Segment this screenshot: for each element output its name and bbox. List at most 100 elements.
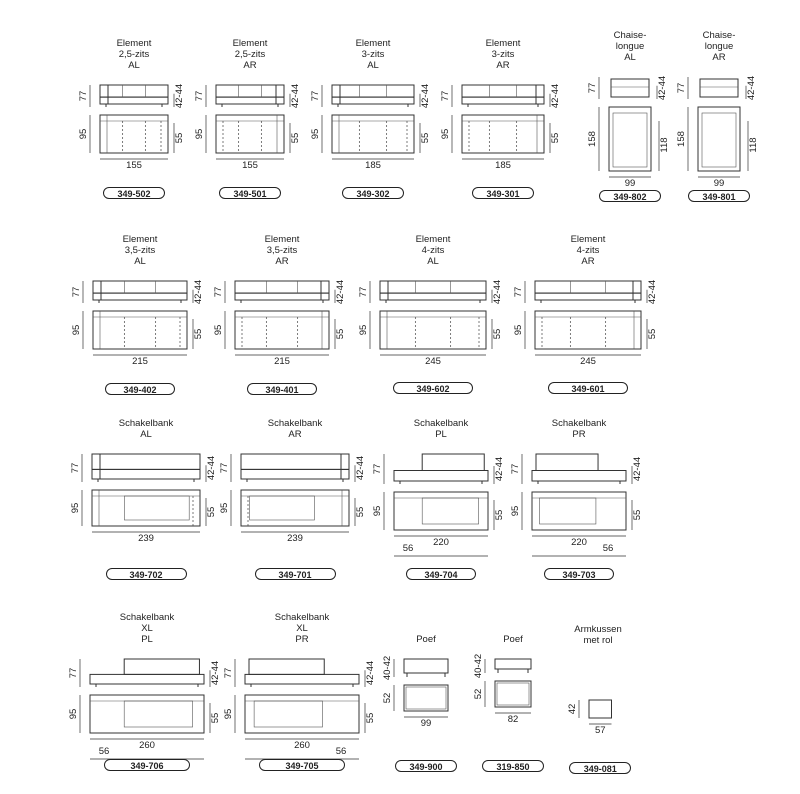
unit-title-line: longue xyxy=(704,41,734,52)
unit-title-line: 4-zits xyxy=(576,245,600,256)
plan-outline xyxy=(240,489,350,527)
unit-title-line: 3,5-zits xyxy=(124,245,156,256)
seat-area xyxy=(249,495,315,521)
unit-title-line: Armkussen xyxy=(574,624,622,635)
arm-elevation xyxy=(535,84,545,105)
width-label: 185 xyxy=(365,160,381,171)
product-code-badge: 349-301 xyxy=(472,187,534,199)
unit-title-line: AL xyxy=(427,256,439,267)
plan-outline xyxy=(331,114,415,154)
unit-title-line: Element xyxy=(122,234,158,245)
unit-title-line: AR xyxy=(712,52,726,63)
width-label: 185 xyxy=(495,160,511,171)
width-label: 99 xyxy=(713,178,725,189)
unit-title-line: Schakelbank xyxy=(267,418,323,429)
product-code-badge: 349-501 xyxy=(219,187,281,199)
product-code-badge: 349-900 xyxy=(395,760,457,772)
back-elevation xyxy=(421,453,485,471)
armrest-width-label: 56 xyxy=(98,746,110,757)
unit-title-line: Element xyxy=(570,234,606,245)
product-code-badge: 349-703 xyxy=(543,568,615,580)
plan-outline xyxy=(99,114,169,154)
product-code-badge: 349-702 xyxy=(105,568,187,580)
arm-elevation xyxy=(632,280,642,301)
product-code-badge: 349-601 xyxy=(548,382,628,394)
arm-elevation xyxy=(275,84,285,105)
seat-area xyxy=(124,495,190,521)
unit-title-line: met rol xyxy=(583,635,613,646)
plan-outline xyxy=(234,310,330,350)
plan-outline xyxy=(91,489,201,527)
unit-title-line: Schakelbank xyxy=(119,612,175,623)
arm-elevation xyxy=(91,453,101,480)
product-code-badge: 349-502 xyxy=(103,187,165,199)
unit-title-line: Poef xyxy=(503,634,523,645)
unit-title-line: AR xyxy=(275,256,289,267)
unit-title-line: 3-zits xyxy=(361,49,385,60)
seat-area xyxy=(253,700,323,728)
unit-title-line: Schakelbank xyxy=(274,612,330,623)
unit-title-line: AR xyxy=(496,60,510,71)
product-code-badge: 349-401 xyxy=(246,383,318,395)
plan-outline xyxy=(534,310,642,350)
arm-elevation xyxy=(320,280,330,301)
product-code-badge: 349-706 xyxy=(104,759,190,771)
chaise-elevation xyxy=(699,78,739,98)
unit-title-line: PR xyxy=(572,429,586,440)
width-label: 260 xyxy=(139,740,155,751)
product-code-badge: 349-704 xyxy=(405,568,477,580)
armrest-width-label: 56 xyxy=(402,543,414,554)
product-code-badge: 349-801 xyxy=(688,190,750,202)
arm-elevation xyxy=(379,280,389,301)
product-code-badge: 349-402 xyxy=(104,383,176,395)
unit-title-line: PL xyxy=(141,634,153,645)
width-label: 260 xyxy=(294,740,310,751)
arm-elevation xyxy=(331,84,341,105)
armrest-width-label: 56 xyxy=(335,746,347,757)
unit-title-line: 3,5-zits xyxy=(266,245,298,256)
width-label: 220 xyxy=(433,537,449,548)
plan-outline xyxy=(461,114,545,154)
unit-title: Poef xyxy=(458,634,568,645)
plan-outline xyxy=(697,106,741,172)
unit-title-line: Schakelbank xyxy=(118,418,174,429)
width-label: 215 xyxy=(274,356,290,367)
width-label: 57 xyxy=(594,725,606,736)
unit-title-line: AR xyxy=(288,429,302,440)
back-elevation xyxy=(248,658,325,675)
product-code-badge: 349-802 xyxy=(599,190,661,202)
width-label: 155 xyxy=(242,160,258,171)
plan-outline xyxy=(608,106,652,172)
back-elevation xyxy=(535,453,599,471)
unit-title-line: Element xyxy=(485,38,521,49)
unit-title-line: Schakelbank xyxy=(551,418,607,429)
width-label: 82 xyxy=(507,714,519,725)
plan-outline xyxy=(393,491,489,531)
unit-title-line: Poef xyxy=(416,634,436,645)
plan-outline xyxy=(215,114,285,154)
product-code-badge: 349-705 xyxy=(259,759,345,771)
unit-title-line: Schakelbank xyxy=(413,418,469,429)
unit-title-line: AL xyxy=(624,52,636,63)
product-code-badge: 349-081 xyxy=(569,762,632,774)
